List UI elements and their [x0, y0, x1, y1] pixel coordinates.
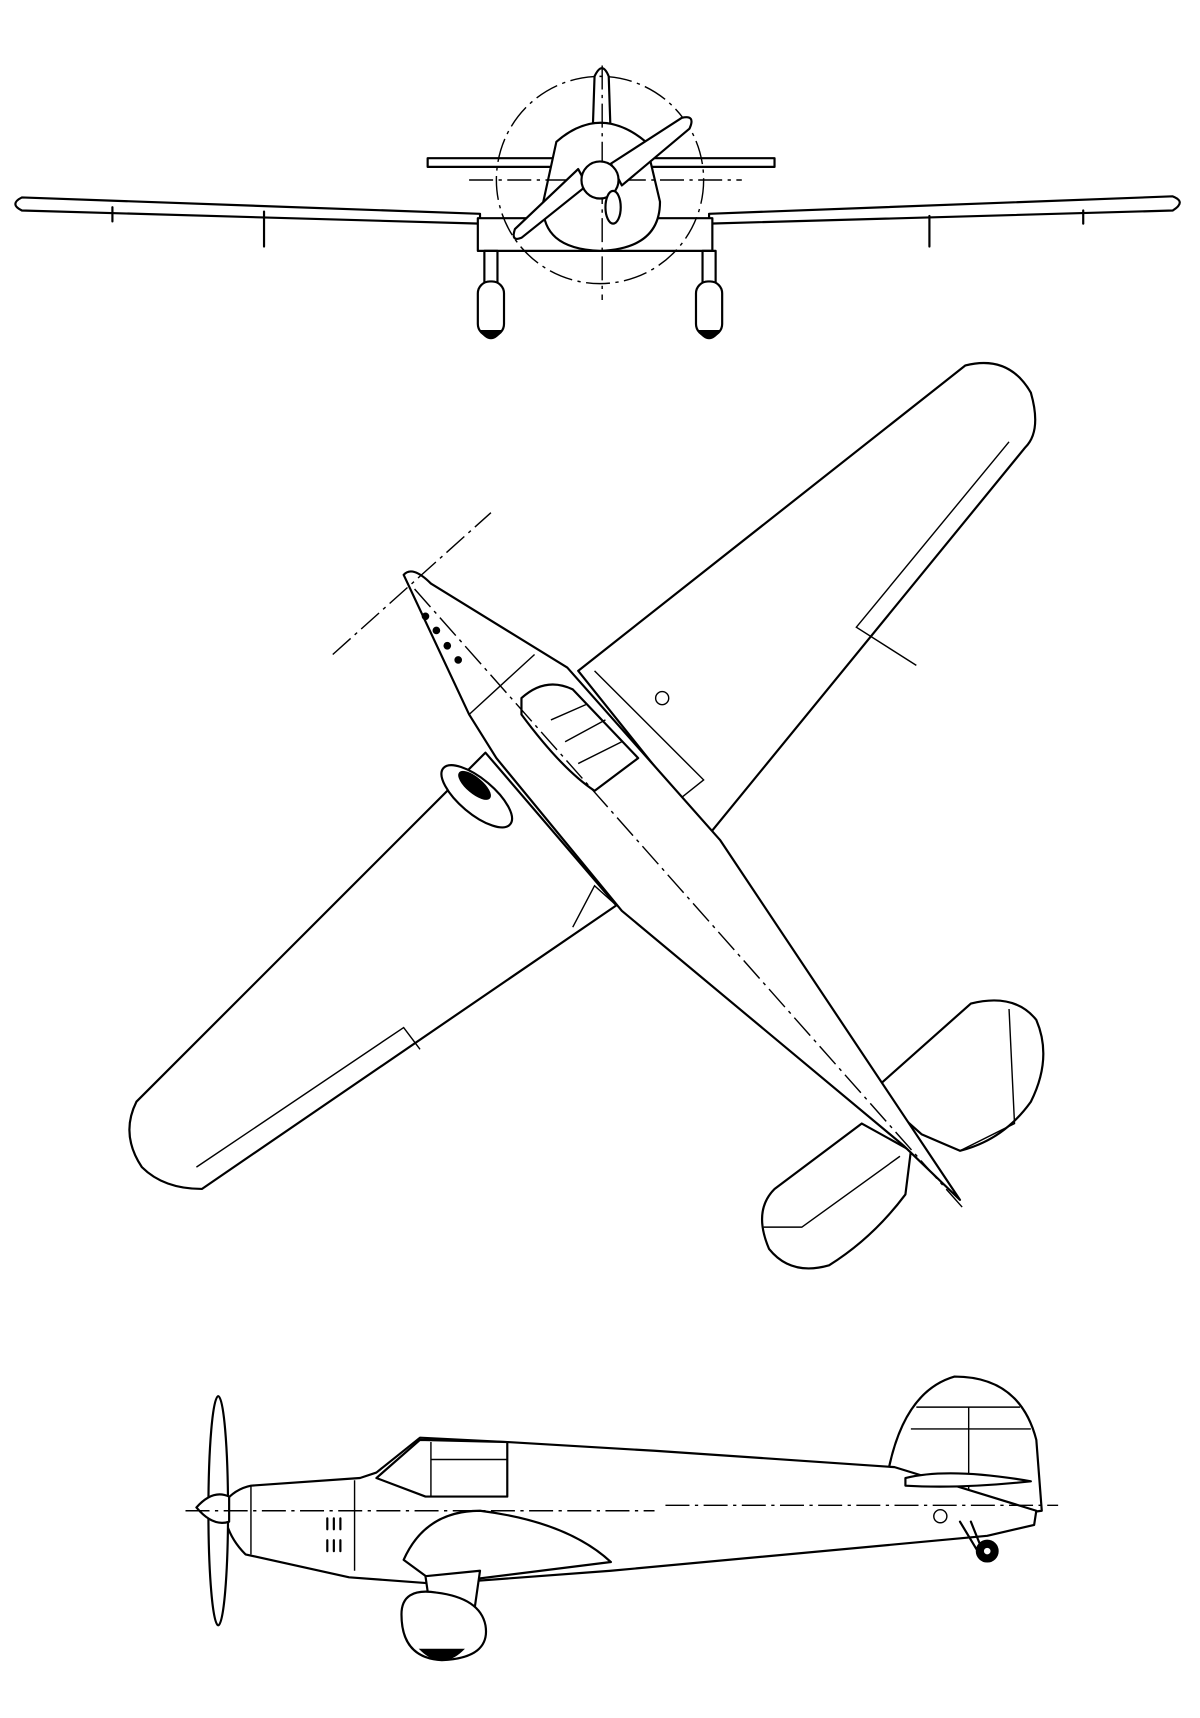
propeller-line	[332, 512, 492, 656]
canopy	[520, 683, 640, 792]
right-aileron	[855, 441, 1010, 666]
radiator-fairing	[402, 1509, 612, 1585]
wing-antennas	[111, 206, 1085, 248]
left-aileron	[196, 1026, 421, 1168]
cowling-panel	[250, 1480, 356, 1571]
elevator-lines	[763, 1008, 1016, 1228]
right-landing-gear	[694, 249, 724, 340]
tailplane-right	[871, 999, 1045, 1152]
propeller-blade-2	[512, 167, 589, 240]
radiator-opening	[458, 770, 491, 800]
front-view	[14, 65, 1181, 340]
right-wing	[707, 195, 1181, 225]
exhaust-slots	[326, 1517, 342, 1553]
canopy-frames	[550, 704, 623, 765]
left-flap	[572, 884, 617, 928]
side-view	[185, 1375, 1059, 1662]
tailplane-side	[904, 1472, 1032, 1488]
canopy-side	[375, 1438, 509, 1498]
right-wing-top	[577, 361, 1037, 836]
side-marker	[933, 1508, 948, 1524]
fuselage-centerline	[414, 588, 966, 1212]
left-wing-top	[128, 751, 618, 1191]
spinner-side	[195, 1493, 231, 1524]
tail-wheel	[958, 1520, 999, 1563]
exhaust-stacks	[421, 612, 463, 664]
top-view	[128, 361, 1045, 1270]
wing-marker	[654, 690, 670, 706]
oil-cooler	[604, 189, 622, 225]
canopy-frames-side	[430, 1442, 508, 1497]
left-wing	[14, 196, 482, 225]
tailplane-left	[760, 1122, 912, 1270]
spinner	[580, 160, 620, 200]
propeller-blade-1	[609, 116, 693, 187]
left-landing-gear	[476, 249, 506, 340]
cowling-line	[468, 653, 536, 715]
main-landing-gear-side	[400, 1569, 488, 1662]
